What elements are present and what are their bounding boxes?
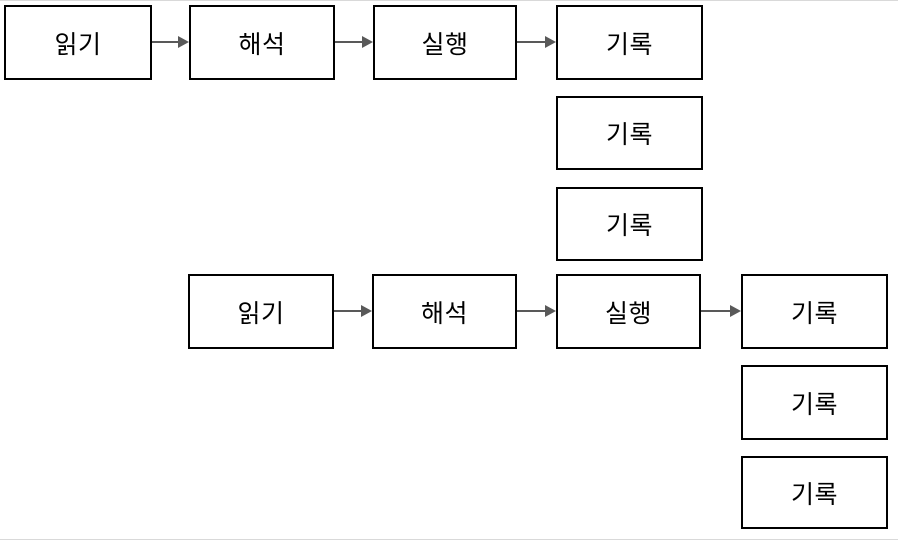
- flow-node-record-2-row1: 기록: [556, 96, 703, 170]
- flow-node-record-1-row2: 기록: [741, 274, 888, 349]
- flow-node-execute-row2: 실행: [556, 274, 701, 349]
- canvas-top-edge: [0, 0, 898, 1]
- flow-node-record-1-row1: 기록: [556, 5, 703, 80]
- flow-node-label: 해석: [238, 30, 286, 59]
- flow-node-label: 기록: [605, 212, 653, 240]
- arrow-execute-to-record-row1: [517, 36, 556, 48]
- flow-node-label: 기록: [605, 30, 653, 59]
- flow-node-label: 실행: [604, 299, 652, 328]
- flow-node-record-3-row2: 기록: [741, 456, 888, 529]
- arrow-execute-to-record-row2: [701, 305, 741, 317]
- arrowhead-icon: [730, 305, 741, 317]
- flow-node-label: 기록: [790, 299, 838, 328]
- flow-node-record-3-row1: 기록: [556, 187, 703, 261]
- arrow-shaft: [517, 310, 545, 312]
- flow-node-label: 기록: [605, 121, 653, 149]
- flow-node-read-row1: 읽기: [4, 5, 152, 80]
- flow-node-label: 기록: [790, 390, 838, 419]
- arrow-shaft: [334, 310, 361, 312]
- arrow-shaft: [517, 41, 545, 43]
- flow-node-read-row2: 읽기: [188, 274, 334, 349]
- flow-node-label: 실행: [421, 30, 469, 59]
- flow-node-interpret-row1: 해석: [189, 5, 335, 80]
- arrow-interpret-to-execute-row1: [335, 36, 373, 48]
- arrow-shaft: [152, 41, 178, 43]
- arrowhead-icon: [178, 36, 189, 48]
- arrowhead-icon: [362, 36, 373, 48]
- arrow-shaft: [335, 41, 362, 43]
- flow-node-label: 읽기: [54, 30, 102, 59]
- arrow-read-to-interpret-row2: [334, 305, 372, 317]
- arrow-read-to-interpret-row1: [152, 36, 189, 48]
- arrowhead-icon: [361, 305, 372, 317]
- flow-node-record-2-row2: 기록: [741, 365, 888, 440]
- flow-node-interpret-row2: 해석: [372, 274, 517, 349]
- flow-node-label: 해석: [420, 299, 468, 328]
- arrow-interpret-to-execute-row2: [517, 305, 556, 317]
- flow-node-label: 읽기: [237, 299, 285, 328]
- arrowhead-icon: [545, 305, 556, 317]
- arrow-shaft: [701, 310, 730, 312]
- arrowhead-icon: [545, 36, 556, 48]
- flow-node-label: 기록: [790, 480, 838, 509]
- flow-node-execute-row1: 실행: [373, 5, 517, 80]
